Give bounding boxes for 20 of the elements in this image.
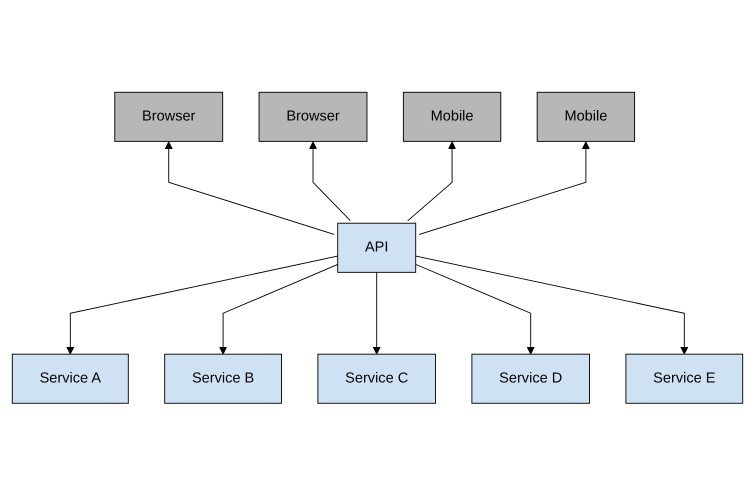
node-box bbox=[317, 353, 436, 404]
node-box bbox=[337, 222, 416, 272]
node-box bbox=[258, 92, 368, 142]
arrow bbox=[407, 141, 456, 222]
arrow bbox=[418, 141, 590, 235]
node-box bbox=[471, 353, 590, 404]
node-box bbox=[114, 92, 224, 142]
arrow bbox=[309, 141, 351, 221]
node-box bbox=[402, 92, 502, 142]
arrow bbox=[415, 255, 688, 354]
arrow bbox=[66, 255, 338, 354]
node-box bbox=[164, 353, 282, 404]
diagram: Browser Browser Mobile Mobile API Service A Service B Service C Service D Service E bbox=[5, 84, 750, 410]
arrow bbox=[219, 264, 338, 354]
arrow bbox=[372, 272, 381, 354]
node-box bbox=[536, 92, 636, 142]
arrow bbox=[415, 264, 535, 354]
node-box bbox=[12, 353, 129, 404]
node-box bbox=[625, 353, 744, 404]
arrow bbox=[164, 141, 335, 235]
